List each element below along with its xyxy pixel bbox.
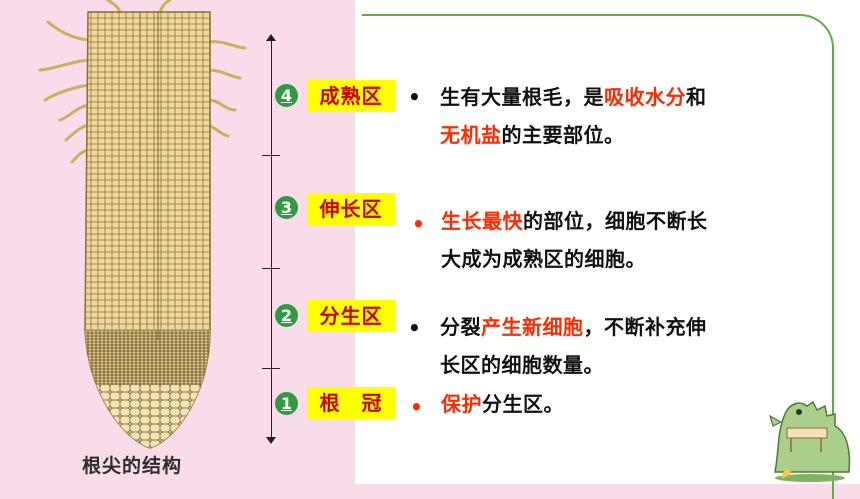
bracket-line bbox=[271, 36, 272, 442]
root-hairs bbox=[38, 0, 247, 164]
right-panel-background bbox=[355, 0, 860, 484]
bullet: • bbox=[412, 212, 425, 236]
zone-divider-tick bbox=[262, 155, 280, 156]
text-run: ，不断补充伸 bbox=[583, 315, 707, 339]
zone-description: 分裂产生新细胞，不断补充伸 长区的细胞数量。 bbox=[440, 308, 707, 384]
zone-description: 生长最快的部位，细胞不断长 大成为成熟区的细胞。 bbox=[441, 202, 708, 278]
description-line-1: 分裂产生新细胞，不断补充伸 bbox=[440, 308, 707, 346]
root-tip-drawing bbox=[38, 0, 247, 449]
description-line-1: 保护分生区。 bbox=[441, 385, 564, 423]
crocodile-mascot-icon bbox=[765, 392, 860, 484]
highlight-text: 生长最快 bbox=[441, 209, 523, 233]
crocodile-drawing bbox=[769, 400, 851, 482]
description-line-2: 长区的细胞数量。 bbox=[440, 346, 707, 384]
text-run: 的部位，细胞不断长 bbox=[523, 209, 708, 233]
zone-number-badge: 3 bbox=[275, 196, 298, 219]
description-line-2: 无机盐的主要部位。 bbox=[440, 116, 707, 154]
root-tip-illustration bbox=[0, 0, 300, 484]
zone-label: 分生区 bbox=[307, 300, 395, 332]
zone-description: 生有大量根毛，是吸收水分和 无机盐的主要部位。 bbox=[440, 78, 707, 154]
zone-number-badge: 2 bbox=[275, 304, 298, 327]
zone-divider-tick bbox=[262, 268, 280, 269]
arrow-down-icon bbox=[266, 437, 276, 444]
zone-divider-tick bbox=[262, 368, 280, 369]
description-line-1: 生长最快的部位，细胞不断长 bbox=[441, 202, 708, 240]
bullet: • bbox=[408, 85, 421, 109]
arrow-up-icon bbox=[266, 34, 276, 41]
text-run: 分裂 bbox=[440, 315, 481, 339]
zone-label: 伸长区 bbox=[307, 193, 395, 225]
zone-number-badge: 4 bbox=[275, 84, 298, 107]
description-line-2: 大成为成熟区的细胞。 bbox=[441, 240, 708, 278]
figure-caption: 根尖的结构 bbox=[82, 455, 183, 477]
text-run: 分生区。 bbox=[482, 392, 564, 416]
highlight-text: 吸收水分 bbox=[604, 85, 686, 109]
content-frame bbox=[362, 14, 834, 499]
bullet: • bbox=[410, 395, 423, 419]
zone-label: 根 冠 bbox=[307, 387, 395, 419]
text-run: 的主要部位。 bbox=[501, 123, 625, 147]
zone-number-badge: 1 bbox=[275, 392, 298, 415]
text-run: 生有大量根毛，是 bbox=[440, 85, 604, 109]
text-run: 大成为成熟区的细胞。 bbox=[441, 247, 646, 271]
zone-description: 保护分生区。 bbox=[441, 385, 564, 423]
bullet: • bbox=[408, 316, 421, 340]
highlight-text: 无机盐 bbox=[440, 123, 502, 147]
text-run: 和 bbox=[686, 85, 707, 109]
description-line-1: 生有大量根毛，是吸收水分和 bbox=[440, 78, 707, 116]
highlight-text: 产生新细胞 bbox=[481, 315, 584, 339]
text-run: 长区的细胞数量。 bbox=[440, 353, 604, 377]
zone-label: 成熟区 bbox=[307, 80, 395, 112]
highlight-text: 保护 bbox=[441, 392, 482, 416]
